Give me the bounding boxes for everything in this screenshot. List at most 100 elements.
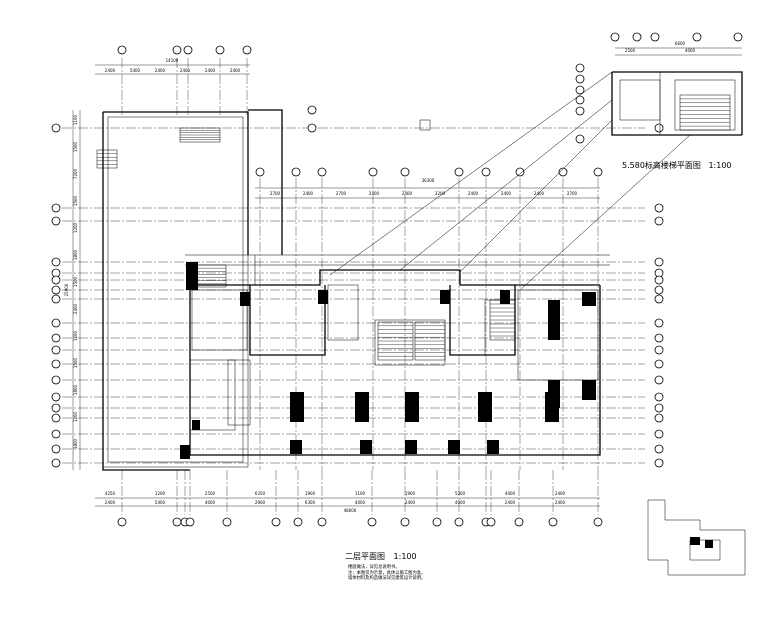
column	[478, 392, 492, 422]
axis-bubble	[654, 458, 664, 468]
axis-bubble	[51, 359, 61, 369]
dimension-text: 1500	[73, 141, 78, 152]
axis-bubble	[400, 167, 410, 177]
axis-bubble	[514, 517, 524, 527]
dimension-text: 4000	[455, 500, 466, 505]
dimension-text: 1200	[73, 411, 78, 422]
dimension-text: 2400	[155, 68, 166, 73]
axis-bubble	[575, 106, 585, 116]
dimension-text: 2400	[73, 303, 78, 314]
column	[405, 440, 417, 454]
axis-bubble	[51, 257, 61, 267]
axis-bubble	[307, 123, 317, 133]
column	[448, 440, 460, 454]
dimension-text: 2400	[505, 500, 516, 505]
axis-bubble	[51, 333, 61, 343]
main-plan-scale: 1:100	[393, 552, 417, 561]
dimension-text: 1900	[405, 491, 416, 496]
axis-bubble	[172, 45, 182, 55]
column	[290, 440, 302, 454]
dimension-text: 14100	[166, 58, 179, 63]
axis-bubble	[654, 359, 664, 369]
axis-bubble	[51, 444, 61, 454]
column	[405, 392, 419, 422]
dimension-text: 2400	[230, 68, 241, 73]
note-line-1: 楼面做法，详见总说明书。	[348, 565, 400, 570]
axis-bubble	[51, 458, 61, 468]
axis-bubble	[255, 167, 265, 177]
column	[192, 420, 200, 430]
dimension-text: 1200	[73, 222, 78, 233]
column	[500, 290, 510, 304]
dimension-text: 2400	[105, 500, 116, 505]
column	[440, 290, 450, 304]
dimension-text: 5400	[155, 500, 166, 505]
dimension-text: 2400	[405, 500, 416, 505]
dimension-text: 4000	[355, 500, 366, 505]
dimension-text: 6600	[675, 41, 686, 46]
axis-bubble	[515, 167, 525, 177]
stair-upper-left	[96, 149, 118, 169]
dimension-text: 2400	[555, 500, 566, 505]
dimension-text: 5400	[130, 68, 141, 73]
axis-bubble	[654, 333, 664, 343]
dimension-text: 4000	[505, 491, 516, 496]
column	[582, 380, 596, 400]
axis-bubble	[486, 517, 496, 527]
key-plan	[647, 499, 746, 576]
axis-bubble	[454, 167, 464, 177]
dimension-text: 2500	[625, 48, 636, 53]
dimension-text: 1800	[73, 384, 78, 395]
axis-bubble	[654, 294, 664, 304]
axis-bubble	[654, 392, 664, 402]
dimension-text: 2400	[205, 68, 216, 73]
dimension-text: 2900	[255, 500, 266, 505]
axis-bubble	[654, 257, 664, 267]
detail-callout-lines	[329, 71, 691, 291]
axis-bubble	[400, 517, 410, 527]
dimension-text: 6300	[305, 500, 316, 505]
axis-bubble	[558, 167, 568, 177]
axis-bubble	[51, 392, 61, 402]
stair-west	[195, 264, 227, 288]
dimension-text: 2700	[567, 191, 578, 196]
dimension-text: 2400	[468, 191, 479, 196]
axis-bubble	[51, 275, 61, 285]
axis-bubble	[117, 517, 127, 527]
axis-bubble	[654, 444, 664, 454]
dimension-text: 2400	[303, 191, 314, 196]
axis-bubble	[367, 517, 377, 527]
axis-bubble	[593, 517, 603, 527]
dimension-text: 5300	[455, 491, 466, 496]
stairs	[96, 94, 731, 361]
axis-bubble	[593, 167, 603, 177]
axis-bubble	[51, 345, 61, 355]
dimension-text: 2500	[205, 491, 216, 496]
axis-bubble	[51, 403, 61, 413]
axis-bubbles	[51, 32, 743, 527]
dimension-text: 25900	[64, 283, 69, 296]
axis-bubble	[317, 167, 327, 177]
column	[360, 440, 372, 454]
axis-bubble	[215, 45, 225, 55]
axis-bubble	[454, 517, 464, 527]
axis-bubble	[317, 517, 327, 527]
axis-bubble	[51, 429, 61, 439]
column	[318, 290, 328, 304]
column	[240, 292, 250, 306]
axis-bubble	[575, 134, 585, 144]
axis-bubble	[654, 285, 664, 295]
dimension-text: 7200	[73, 168, 78, 179]
axis-bubble	[654, 203, 664, 213]
axis-bubble	[432, 517, 442, 527]
dimension-text: 2400	[180, 68, 191, 73]
column	[290, 392, 304, 422]
note-line-2: 注：本图仅为示意，具体以施工图为准。	[348, 570, 426, 576]
dimension-text: 1100	[355, 491, 366, 496]
axis-bubble	[654, 318, 664, 328]
axis-bubble	[51, 216, 61, 226]
axis-bubble	[51, 413, 61, 423]
plan-notes: 楼面做法，详见总说明书。 注：本图仅为示意，具体以施工图为准。 墙体材料及构造做…	[348, 565, 425, 582]
axis-bubble	[610, 32, 620, 42]
